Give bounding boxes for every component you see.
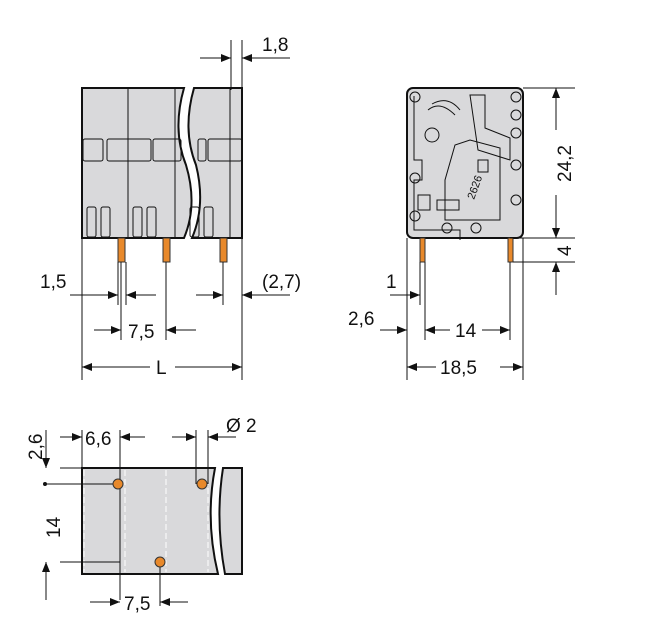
mounting-holes [409, 91, 522, 234]
pin [117, 237, 126, 263]
dim-top-label: 1,8 [262, 35, 288, 56]
side-view: 2626 24,2 4 1 2,6 14 18,5 [348, 87, 576, 380]
fp-dim-pitch-label: 7,5 [124, 594, 150, 615]
dim-offset-label: 2,6 [348, 309, 374, 330]
fp-dim-spacing-v-label: 14 [44, 516, 65, 538]
dim-height-label: 24,2 [555, 145, 576, 182]
dim-pin-width-label: 1 [386, 272, 397, 293]
dim-pin-right-label: (2,7) [262, 272, 301, 293]
solder-hole [112, 478, 124, 490]
fp-dim-hole-label: Ø 2 [226, 416, 257, 437]
pin [219, 237, 228, 263]
front-view: 1,8 1,5 (2,7) 7,5 L [40, 35, 301, 380]
pin [507, 237, 514, 263]
dim-pin-length-label: 4 [555, 245, 576, 256]
solder-hole [196, 478, 208, 490]
pin [419, 237, 426, 263]
pin [162, 237, 171, 263]
dim-pitch-label: 7,5 [128, 322, 154, 343]
fp-dim-offset-h-label: 6,6 [85, 429, 111, 450]
solder-hole [154, 556, 166, 568]
dim-pin-left-label: 1,5 [40, 272, 66, 293]
dim-pin-spacing-label: 14 [455, 321, 477, 342]
dim-length-label: L [156, 358, 167, 379]
fp-dim-offset-v-label: 2,6 [26, 434, 47, 460]
dim-depth-label: 18,5 [440, 358, 477, 379]
footprint-view: 2,6 6,6 Ø 2 14 7,5 [26, 416, 257, 615]
